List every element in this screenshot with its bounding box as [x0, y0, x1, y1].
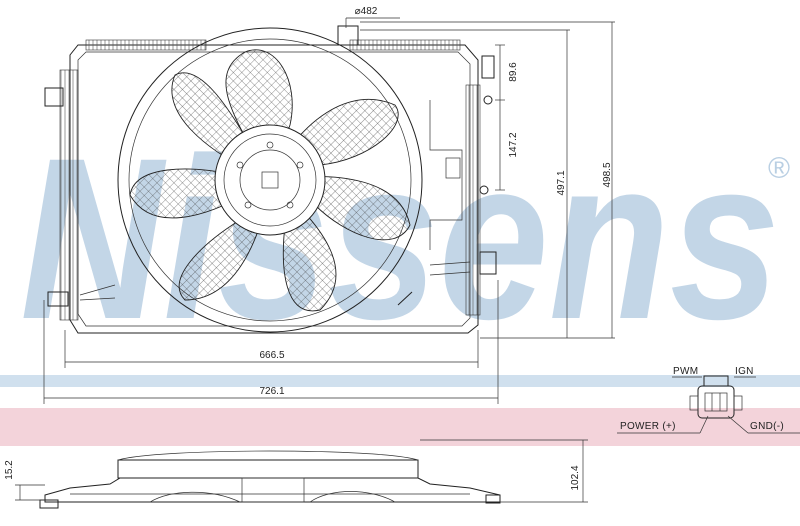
- side-view: [15, 439, 588, 509]
- dim-inner-height: 497.1: [556, 170, 567, 195]
- dim-mount-spacing: 147.2: [508, 132, 519, 157]
- brand-watermark: Nissens: [20, 110, 780, 367]
- gnd-label: GND(-): [750, 421, 784, 432]
- dimension-lines: [43, 17, 615, 404]
- dim-overall-depth: 102.4: [570, 465, 581, 490]
- ign-label: IGN: [735, 366, 754, 377]
- power-label: POWER (+): [620, 421, 676, 432]
- pwm-label: PWM: [673, 366, 698, 377]
- dim-overall-height: 498.5: [602, 162, 613, 187]
- front-view: [44, 25, 497, 334]
- dim-fan-diameter: ⌀482: [355, 6, 378, 17]
- registered-mark: ®: [768, 152, 790, 185]
- dim-inner-width: 666.5: [259, 350, 284, 361]
- dim-overall-width: 726.1: [259, 386, 284, 397]
- dim-side-depth: 15.2: [4, 460, 15, 480]
- dim-mount-offset: 89.6: [508, 62, 519, 82]
- blue-band: [0, 375, 800, 387]
- connector-detail: [617, 375, 800, 434]
- pink-band: [0, 408, 800, 446]
